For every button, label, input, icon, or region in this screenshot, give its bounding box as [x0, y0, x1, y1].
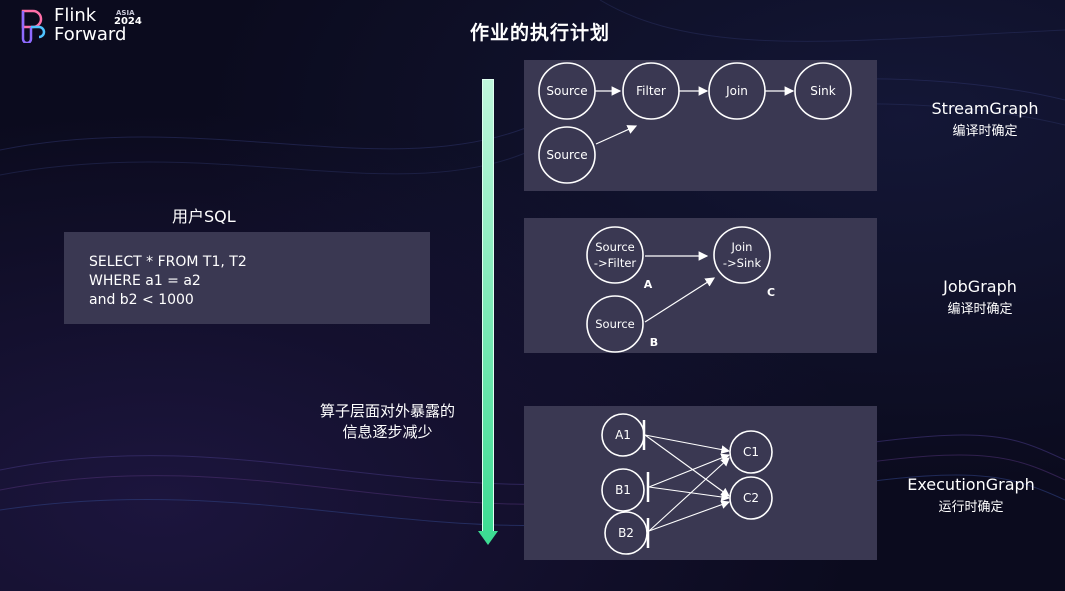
flink-forward-logo: Flink Forward — [18, 6, 126, 44]
progress-arrow-head — [478, 531, 498, 545]
node-label: C1 — [743, 445, 759, 459]
node-label: Source — [546, 84, 587, 98]
sql-line: WHERE a1 = a2 — [89, 273, 201, 289]
node-tag: B — [650, 336, 658, 349]
logo-badge: ASIA — [116, 9, 135, 17]
sql-caption: 用户SQL — [172, 207, 236, 226]
stage-name: ExecutionGraph — [907, 475, 1035, 494]
stage-name: JobGraph — [943, 277, 1017, 296]
node-b1 — [601, 468, 645, 512]
node-label: B2 — [618, 526, 634, 540]
arrow-note-line2: 信息逐步减少 — [342, 423, 433, 441]
edge — [648, 457, 730, 532]
node-label: Source — [546, 148, 587, 162]
node-label: Sink — [810, 84, 836, 98]
stream-graph-panel: Source Filter Join Sink Source — [524, 60, 877, 191]
node-source-filter — [586, 226, 644, 284]
logo-line1: Flink — [54, 5, 97, 26]
node-source-2 — [538, 126, 596, 184]
edge — [644, 434, 731, 454]
node-label: Source — [595, 317, 635, 331]
node-join-sink — [713, 226, 771, 284]
node-label: C2 — [743, 491, 759, 505]
sql-code: SELECT * FROM T1, T2 WHERE a1 = a2 and b… — [89, 253, 247, 310]
node-c2 — [729, 476, 773, 520]
node-source — [586, 295, 644, 353]
edge — [648, 500, 731, 532]
node-label: Filter — [636, 84, 666, 98]
node-c1 — [729, 430, 773, 474]
execution-graph-panel: A1 B1 B2 C1 C2 — [524, 406, 877, 560]
edge — [595, 125, 638, 145]
node-label: Join — [731, 240, 753, 254]
edge — [644, 277, 716, 323]
node-sink — [794, 62, 852, 120]
sql-box: SELECT * FROM T1, T2 WHERE a1 = a2 and b… — [64, 232, 430, 324]
execution-graph-diagram: A1 B1 B2 C1 C2 — [601, 413, 773, 555]
edge — [648, 453, 731, 488]
job-graph-label: JobGraph 编译时确定 — [905, 277, 1055, 317]
node-filter — [622, 62, 680, 120]
stage-sub: 编译时确定 — [952, 124, 1018, 139]
node-label: ->Sink — [723, 256, 762, 270]
arrow-note: 算子层面对外暴露的 信息逐步减少 — [300, 401, 475, 443]
node-source — [538, 62, 596, 120]
node-label: B1 — [615, 483, 631, 497]
node-label: ->Filter — [594, 256, 637, 270]
stage-sub: 编译时确定 — [947, 302, 1013, 317]
node-tag: A — [644, 278, 653, 291]
stream-graph-diagram: Source Filter Join Sink Source — [538, 62, 852, 184]
logo-line2: Forward — [54, 24, 127, 45]
node-label: Source — [595, 240, 635, 254]
stage-name: StreamGraph — [931, 99, 1039, 118]
node-label: A1 — [615, 428, 631, 442]
progress-arrow-shaft — [482, 79, 494, 534]
flink-logo-icon — [21, 9, 46, 43]
node-label: Join — [725, 84, 748, 98]
job-graph-diagram: Source ->Filter Join ->Sink Source A C B — [586, 226, 775, 353]
arrow-note-line1: 算子层面对外暴露的 — [319, 402, 455, 420]
node-join — [708, 62, 766, 120]
node-a1 — [601, 413, 645, 457]
slide-title: 作业的执行计划 — [470, 22, 611, 44]
job-graph-panel: Source ->Filter Join ->Sink Source A C B — [524, 218, 877, 353]
execution-graph-label: ExecutionGraph 运行时确定 — [896, 475, 1046, 515]
sql-line: and b2 < 1000 — [89, 292, 194, 308]
node-b2 — [604, 511, 648, 555]
edge — [644, 434, 730, 497]
stream-graph-label: StreamGraph 编译时确定 — [910, 99, 1060, 139]
edge — [648, 486, 731, 502]
node-tag: C — [767, 286, 775, 299]
logo-year: 2024 — [114, 16, 142, 27]
sql-line: SELECT * FROM T1, T2 — [89, 254, 247, 270]
stage-sub: 运行时确定 — [938, 500, 1004, 515]
